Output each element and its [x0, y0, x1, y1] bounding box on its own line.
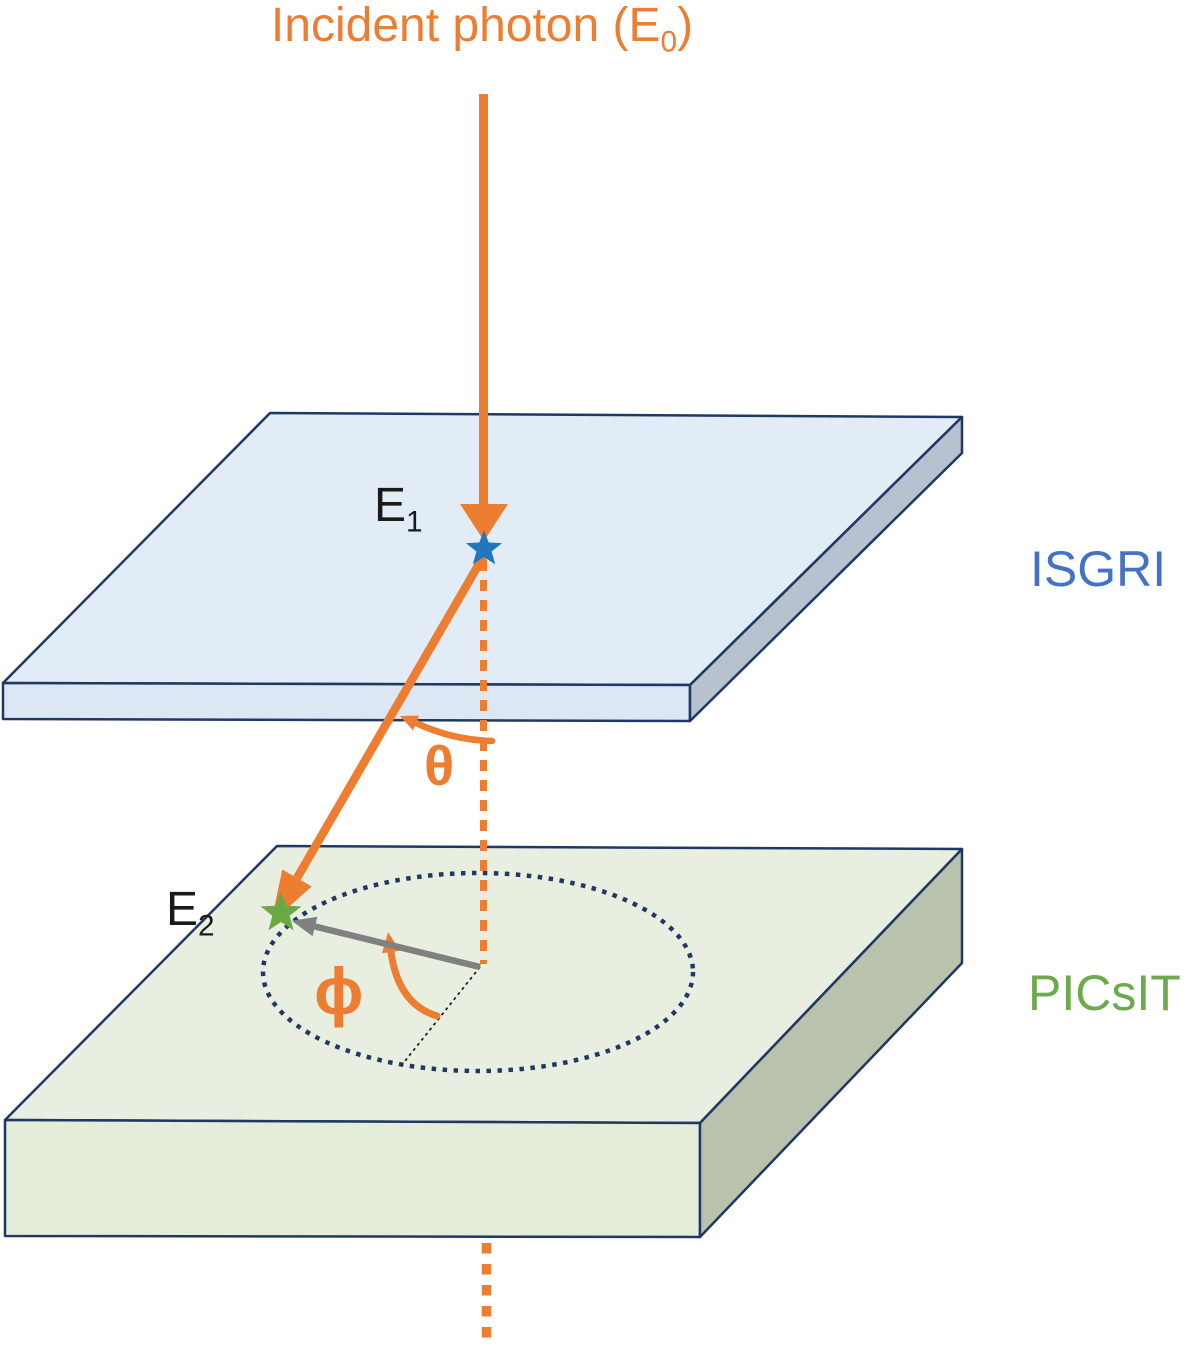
radius-vector-arrowhead: [291, 916, 318, 937]
title-suffix: ): [677, 0, 694, 52]
picsit-plate: [3, 844, 964, 1239]
phi-label: ϕ: [314, 954, 364, 1028]
e1-interaction-star: [465, 530, 503, 565]
incident-photon-arrowhead: [460, 504, 508, 541]
picsit-label: PICsIT: [1028, 965, 1181, 1021]
theta-arc-arrowhead: [400, 715, 419, 731]
reference-radius-dotted-line: [400, 966, 481, 1067]
isgri-plate-side-face: [688, 415, 964, 723]
e2-interaction-star: [260, 891, 302, 931]
picsit-plate-side-face: [698, 847, 964, 1239]
title-text: Incident photon (E: [270, 0, 661, 52]
azimuth-ellipse: [260, 870, 696, 1074]
title-subscript: 0: [660, 25, 678, 59]
isgri-label: ISGRI: [1030, 541, 1167, 597]
isgri-plate-front-face: [1, 681, 692, 723]
theta-label: θ: [424, 734, 455, 797]
e2-label: E2: [166, 883, 215, 943]
title: Incident photon (E0): [270, 0, 694, 57]
radius-vector-arrow: [291, 916, 481, 971]
e1-label: E1: [374, 479, 423, 539]
picsit-plate-front-face: [3, 1118, 702, 1239]
incident-photon-arrow: [460, 94, 508, 541]
theta-angle-arc: [400, 715, 496, 745]
